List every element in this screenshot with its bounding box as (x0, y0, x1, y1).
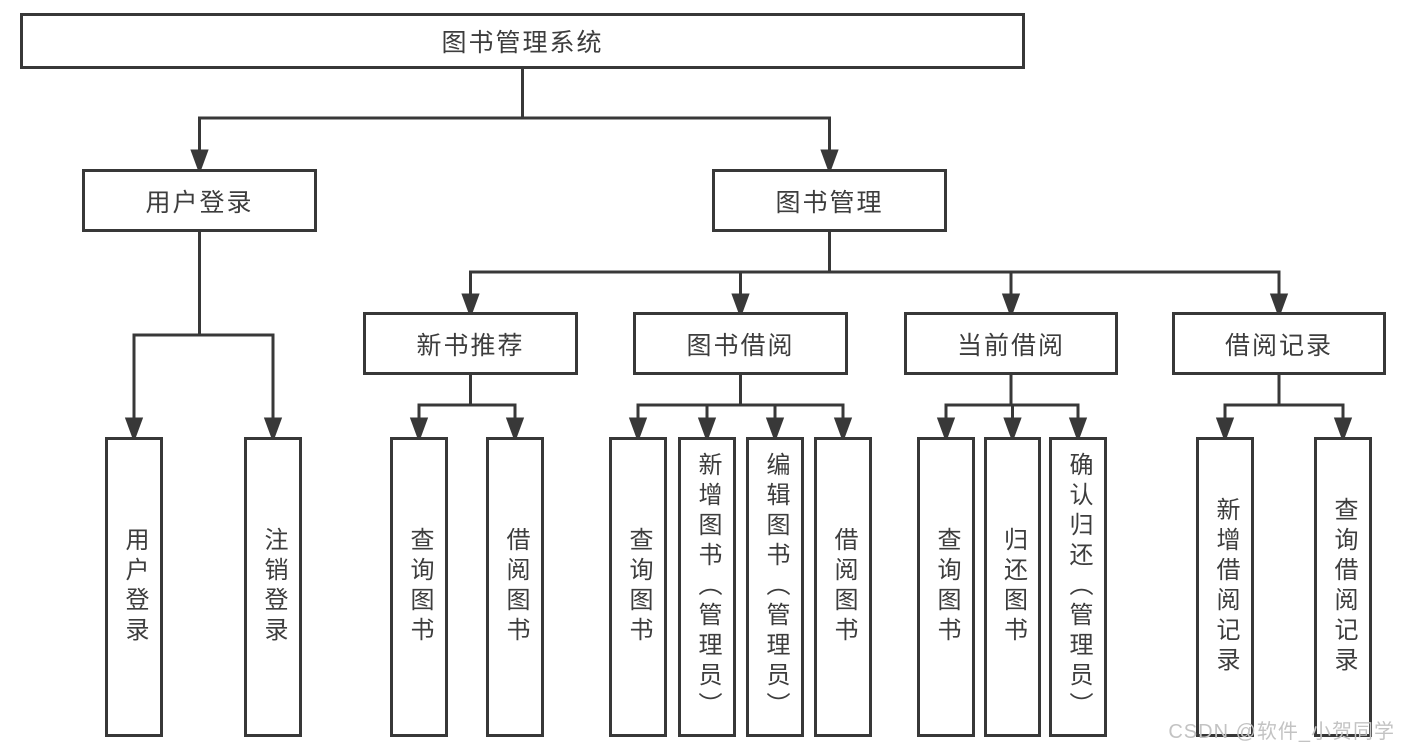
leaf-user-login: 用户登录 (105, 437, 163, 737)
leaf-query-books-borrowing: 查询图书 (609, 437, 667, 737)
node-book-borrowing: 图书借阅 (633, 312, 848, 375)
leaf-query-books-recommend: 查询图书 (390, 437, 448, 737)
node-borrowing-records: 借阅记录 (1172, 312, 1386, 375)
leaf-edit-books-admin: 编辑图书（管理员） (746, 437, 804, 737)
leaf-confirm-return-admin: 确认归还（管理员） (1049, 437, 1107, 737)
node-new-book-recommend: 新书推荐 (363, 312, 578, 375)
node-current-borrowing: 当前借阅 (904, 312, 1118, 375)
node-root-system: 图书管理系统 (20, 13, 1025, 69)
csdn-watermark: CSDN @软件_小贺同学 (1168, 721, 1395, 743)
leaf-query-books-current: 查询图书 (917, 437, 975, 737)
leaf-borrow-books-recommend: 借阅图书 (486, 437, 544, 737)
node-book-management: 图书管理 (712, 169, 947, 232)
node-user-login: 用户登录 (82, 169, 317, 232)
leaf-add-borrow-record: 新增借阅记录 (1196, 437, 1254, 737)
leaf-return-books: 归还图书 (984, 437, 1041, 737)
leaf-borrow-books: 借阅图书 (814, 437, 872, 737)
leaf-add-books-admin: 新增图书（管理员） (678, 437, 736, 737)
leaf-logout: 注销登录 (244, 437, 302, 737)
leaf-query-borrow-record: 查询借阅记录 (1314, 437, 1372, 737)
